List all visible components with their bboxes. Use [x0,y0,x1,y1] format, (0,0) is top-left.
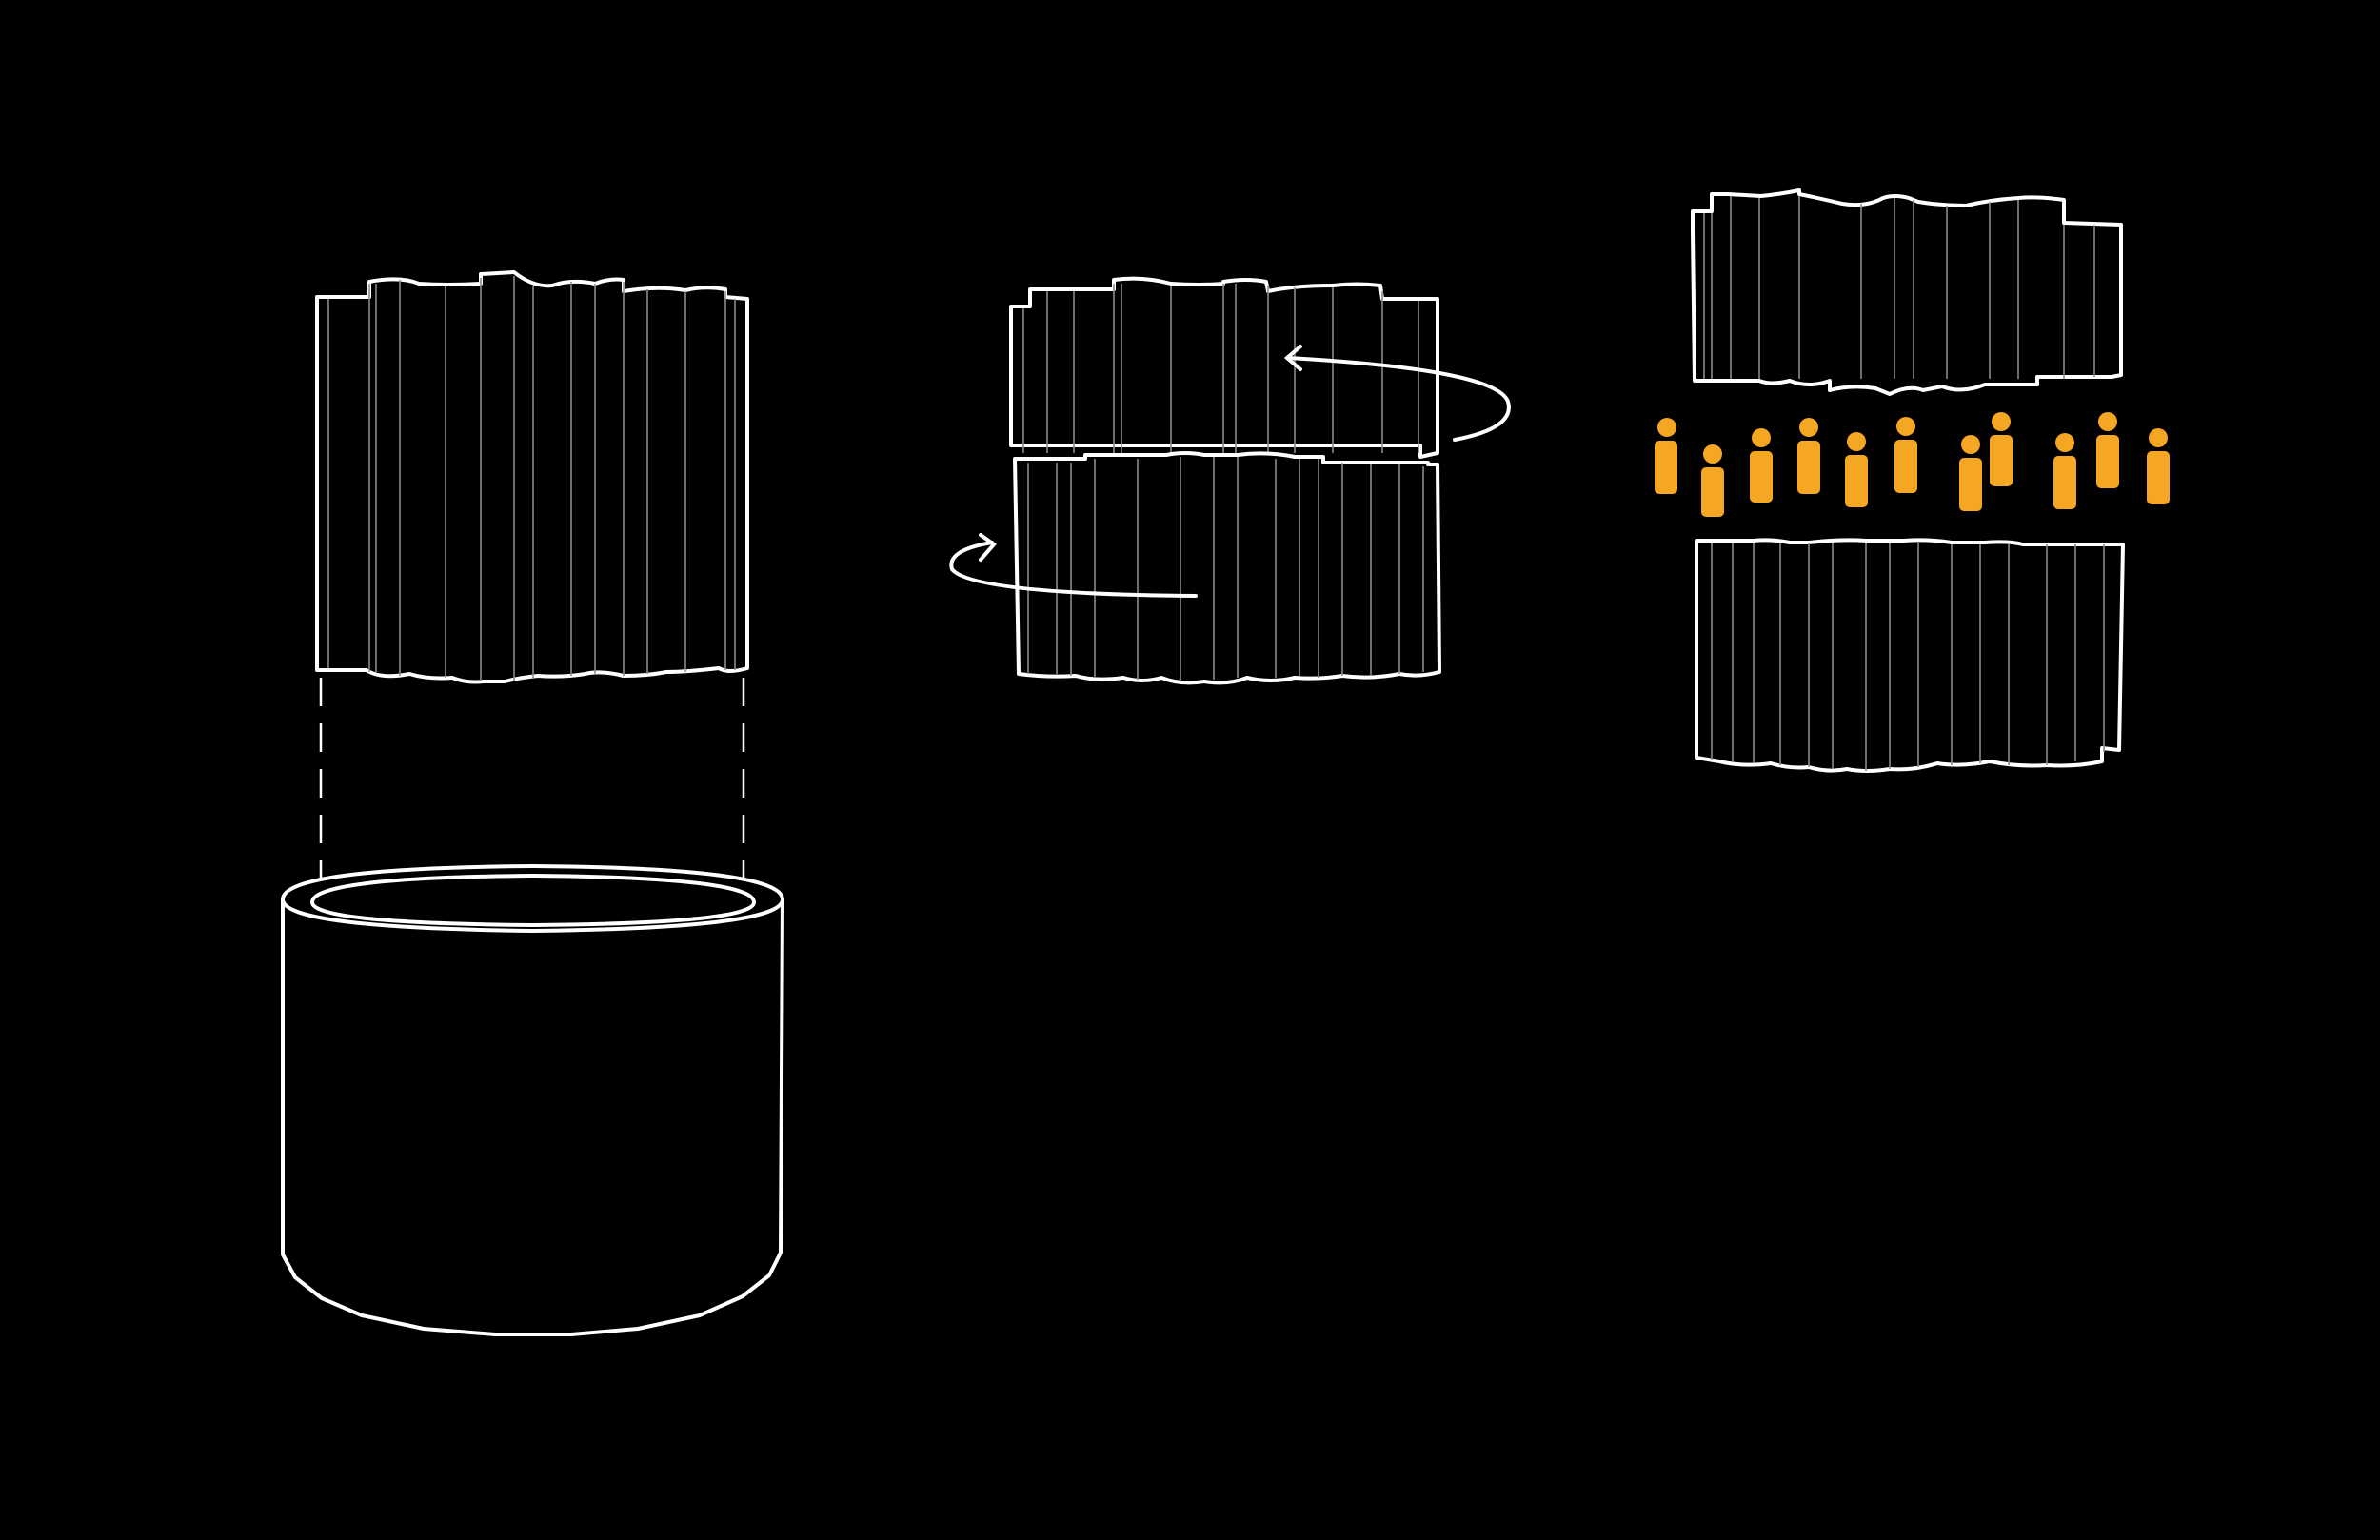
person-icon [2053,433,2076,509]
upper-tier-fold-lines [1022,284,1419,453]
lower-tier-fold-lines [1027,457,1424,681]
person-icon [1750,428,1773,503]
lowered-curtain-tier [1695,538,2125,773]
curtain-fold-lines [327,276,736,681]
person-icon [1894,417,1917,493]
person-icon [1845,432,1868,507]
person-icon [1701,444,1724,517]
raised-curtain-tier [1691,188,2123,396]
cylinder-base [281,864,784,1336]
lower-curtain-tier [1013,451,1441,685]
projection-dashed-lines [319,678,745,909]
person-icon [2096,412,2119,488]
person-icon [2147,428,2170,504]
rotation-arrow-counterclockwise-icon [1283,345,1511,442]
step-3-group [1655,188,2170,773]
lowered-tier-fold-lines [1711,543,2105,771]
raised-tier-fold-lines [1703,196,2095,379]
curtain-drape [315,270,749,684]
people-group [1655,412,2170,517]
person-icon [1655,418,1677,494]
step-1-group [281,270,784,1336]
upper-curtain-tier [1009,276,1439,459]
person-icon [1990,412,2013,486]
rotation-arrow-clockwise-icon [949,533,1198,598]
person-icon [1959,435,1982,511]
step-2-group [949,276,1511,685]
person-icon [1797,418,1820,494]
